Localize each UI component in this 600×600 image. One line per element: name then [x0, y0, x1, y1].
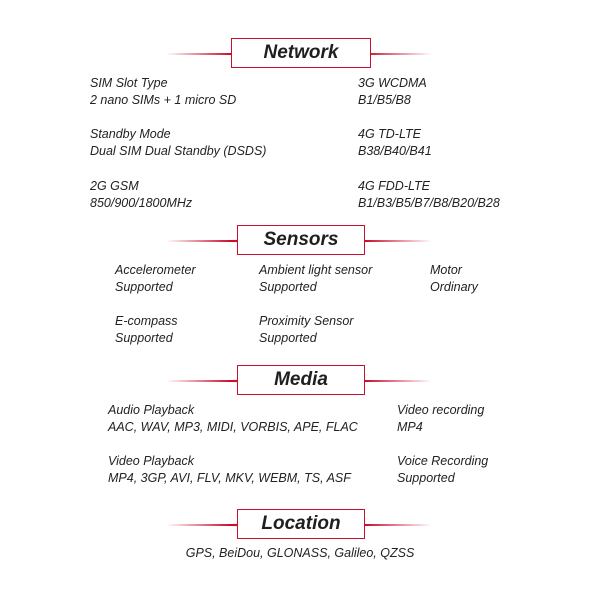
spec-label: 4G TD-LTE [358, 127, 421, 141]
spec-3g-wcdma: 3G WCDMA B1/B5/B8 [358, 75, 427, 109]
spec-4g-fdd-lte: 4G FDD-LTE B1/B3/B5/B7/B8/B20/B28 [358, 178, 500, 212]
spec-label: Voice Recording [397, 454, 489, 468]
location-systems: GPS, BeiDou, GLONASS, Galileo, QZSS [185, 546, 415, 560]
media-header: Media [0, 361, 600, 401]
spec-value: B38/B40/B41 [358, 144, 432, 158]
spec-value: MP4, 3GP, AVI, FLV, MKV, WEBM, TS, ASF [108, 471, 351, 485]
spec-label: Standby Mode [90, 127, 171, 141]
section-title-sensors: Sensors [237, 225, 365, 255]
spec-label: Video Playback [108, 454, 194, 468]
section-title-network: Network [231, 38, 371, 68]
spec-ambient-light-sensor: Ambient light sensor Supported [259, 262, 372, 296]
spec-audio-playback: Audio Playback AAC, WAV, MP3, MIDI, VORB… [108, 402, 358, 436]
location-header: Location [0, 505, 600, 545]
spec-e-compass: E-compass Supported [115, 313, 178, 347]
spec-proximity-sensor: Proximity Sensor Supported [259, 313, 353, 347]
spec-label: 3G WCDMA [358, 76, 427, 90]
sensors-header: Sensors [0, 221, 600, 261]
spec-accelerometer: Accelerometer Supported [115, 262, 196, 296]
spec-voice-recording: Voice Recording Supported [397, 453, 488, 487]
spec-label: Ambient light sensor [259, 263, 373, 277]
spec-value: Supported [115, 280, 173, 294]
spec-value: MP4 [397, 420, 423, 434]
spec-label: 2G GSM [90, 179, 139, 193]
section-title-location: Location [237, 509, 365, 539]
spec-label: Proximity Sensor [259, 314, 354, 328]
spec-value: B1/B5/B8 [358, 93, 411, 107]
spec-value: 850/900/1800MHz [90, 196, 193, 210]
section-title-media: Media [237, 365, 365, 395]
spec-value: Supported [259, 331, 317, 345]
spec-standby-mode: Standby Mode Dual SIM Dual Standby (DSDS… [90, 126, 266, 160]
spec-label: 4G FDD-LTE [358, 179, 430, 193]
spec-2g-gsm: 2G GSM 850/900/1800MHz [90, 178, 192, 212]
spec-value: 2 nano SIMs + 1 micro SD [90, 93, 237, 107]
spec-value: Supported [115, 331, 173, 345]
spec-video-recording: Video recording MP4 [397, 402, 484, 436]
spec-value: B1/B3/B5/B7/B8/B20/B28 [358, 196, 500, 210]
spec-label: Video recording [397, 403, 485, 417]
spec-value: AAC, WAV, MP3, MIDI, VORBIS, APE, FLAC [108, 420, 358, 434]
spec-label: Accelerometer [115, 263, 196, 277]
spec-value: Supported [259, 280, 317, 294]
spec-value: Ordinary [430, 280, 478, 294]
spec-label: E-compass [115, 314, 178, 328]
spec-4g-td-lte: 4G TD-LTE B38/B40/B41 [358, 126, 432, 160]
spec-sim-slot-type: SIM Slot Type 2 nano SIMs + 1 micro SD [90, 75, 236, 109]
spec-label: Motor [430, 263, 462, 277]
spec-motor: Motor Ordinary [430, 262, 478, 296]
spec-label: Audio Playback [108, 403, 195, 417]
network-header: Network [0, 34, 600, 74]
spec-video-playback: Video Playback MP4, 3GP, AVI, FLV, MKV, … [108, 453, 351, 487]
spec-value: Supported [397, 471, 455, 485]
spec-label: SIM Slot Type [90, 76, 168, 90]
spec-value: Dual SIM Dual Standby (DSDS) [90, 144, 267, 158]
